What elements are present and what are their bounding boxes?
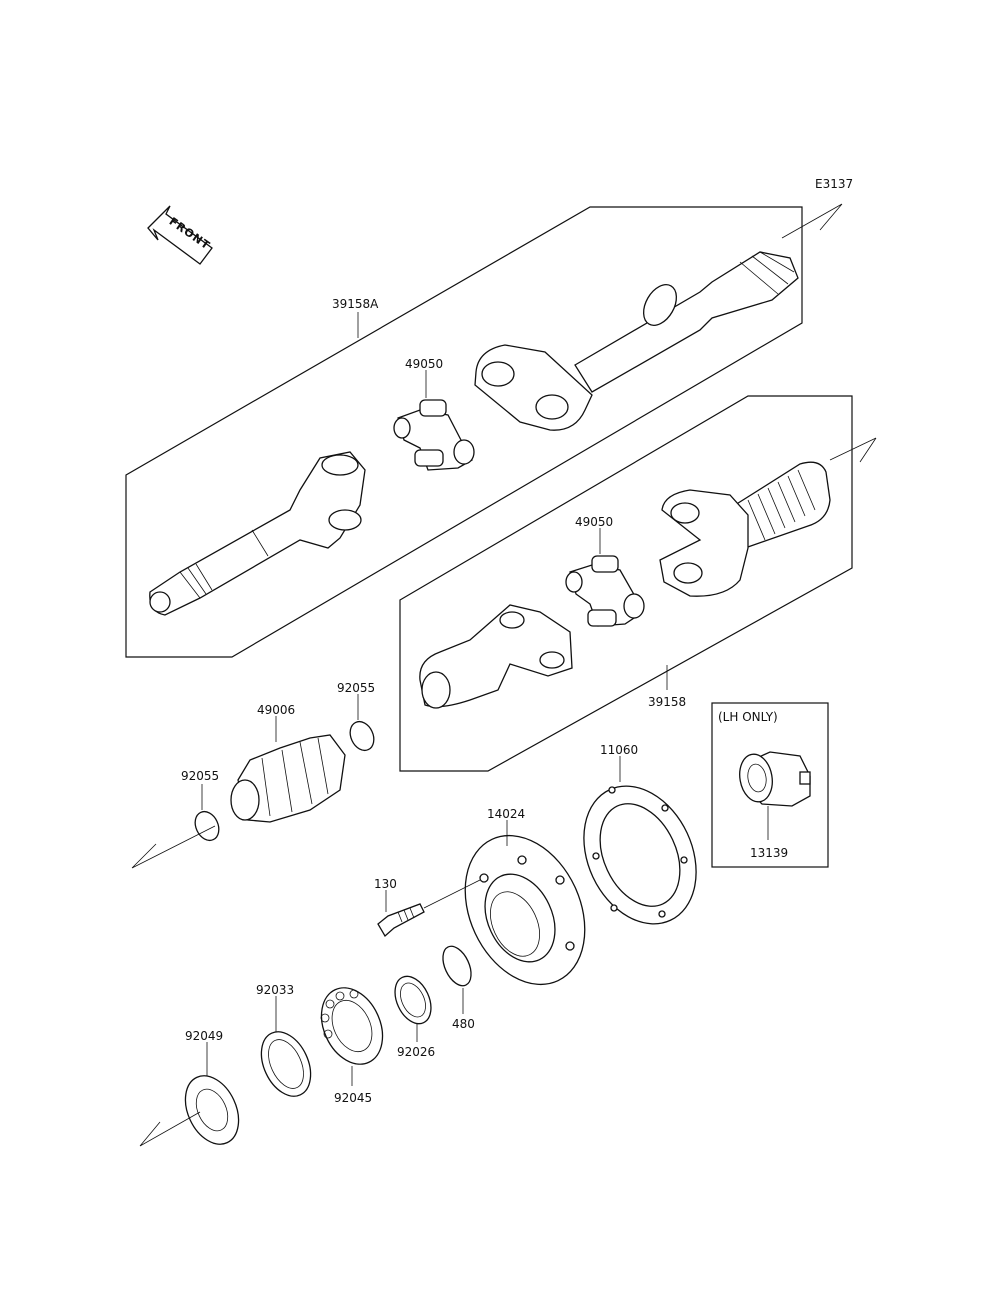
part-13139-label: 13139 <box>750 846 788 860</box>
rear-axle-shaft-right <box>659 461 831 597</box>
oring-right <box>349 720 375 752</box>
part-92055-left-label: 92055 <box>181 769 219 783</box>
oil-seal <box>184 1075 240 1145</box>
part-11060-label: 11060 <box>600 743 638 757</box>
part-39158A-label: 39158A <box>332 297 379 311</box>
rear-shaft-assembly-frame <box>399 395 853 772</box>
part-92055-right-label: 92055 <box>337 681 375 695</box>
part-130-label: 130 <box>374 877 397 891</box>
ball-bearing <box>320 987 384 1065</box>
circlip <box>442 945 472 987</box>
part-49050-upper-label: 49050 <box>405 357 443 371</box>
lh-only-note: (LH ONLY) <box>718 710 778 724</box>
front-axle-shaft-right <box>474 251 799 431</box>
thrust-washer <box>394 975 432 1025</box>
part-92033-label: 92033 <box>256 983 294 997</box>
front-shaft-assembly-frame <box>125 206 803 658</box>
part-92049-label: 92049 <box>185 1029 223 1043</box>
upper-universal-joint <box>393 399 475 471</box>
oring-left <box>194 810 220 842</box>
rear-axle-shaft-left <box>419 604 573 709</box>
one-way-clutch <box>739 751 811 807</box>
diagram-code: E3137 <box>815 177 853 191</box>
part-92045-label: 92045 <box>334 1091 372 1105</box>
bearing-housing <box>464 834 586 986</box>
part-14024-label: 14024 <box>487 807 525 821</box>
front-axle-shaft-left <box>149 451 366 616</box>
flange-bolt <box>377 879 481 938</box>
part-39158-label: 39158 <box>648 695 686 709</box>
part-92026-label: 92026 <box>397 1045 435 1059</box>
part-49050-lower-label: 49050 <box>575 515 613 529</box>
lower-universal-joint <box>565 555 645 627</box>
lh-only-box <box>711 702 829 868</box>
front-arrow-icon: FRONT <box>147 205 213 265</box>
gasket <box>583 785 697 925</box>
part-480-label: 480 <box>452 1017 475 1031</box>
cv-boot <box>230 734 346 823</box>
part-49006-label: 49006 <box>257 703 295 717</box>
snap-ring <box>260 1031 312 1097</box>
